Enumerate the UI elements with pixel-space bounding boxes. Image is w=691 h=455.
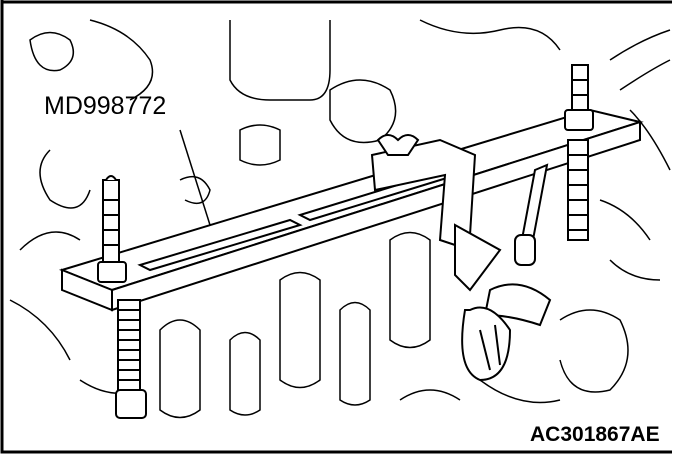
figure-id: AC301867AE (530, 423, 660, 446)
leader-line (179, 129, 211, 226)
figure-frame (0, 0, 672, 454)
tool-part-number-label: MD998772 (44, 92, 167, 120)
tool-clamp (370, 134, 502, 292)
tool-crossbar (58, 108, 644, 312)
dial-gauge (461, 163, 552, 382)
left-bolt (97, 175, 147, 419)
right-bolt (564, 64, 594, 241)
